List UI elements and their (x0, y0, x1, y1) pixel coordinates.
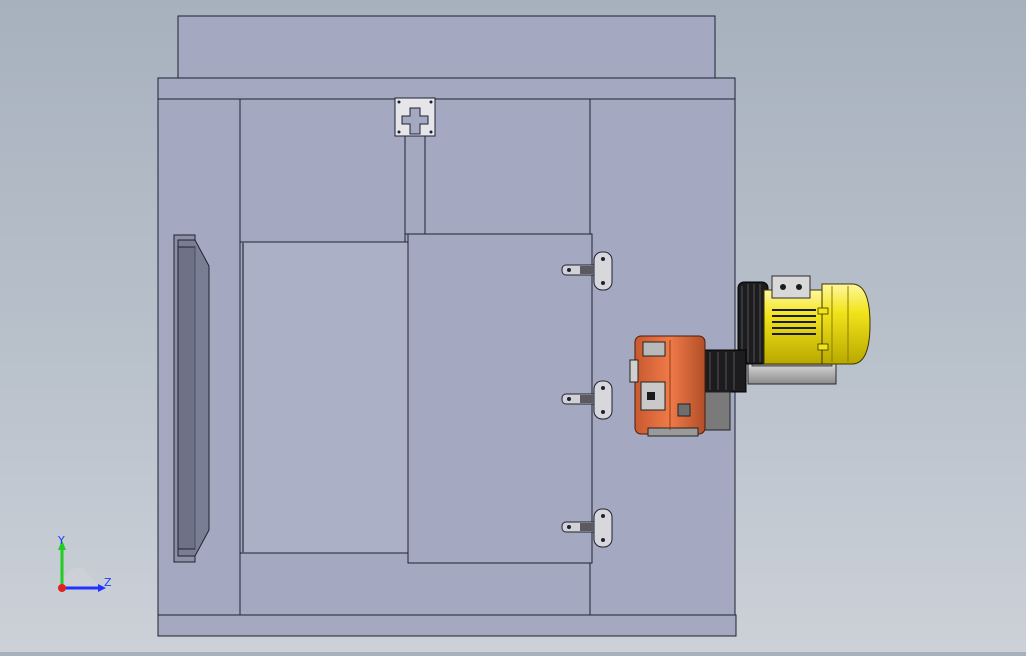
left-handle[interactable] (173, 234, 210, 563)
upper-left-panel[interactable] (239, 98, 406, 243)
axis-z-label: Z (104, 576, 112, 589)
bottom-rim-panel[interactable] (157, 614, 737, 637)
sliding-door-panel[interactable] (407, 233, 593, 564)
motor-base-plate (747, 363, 837, 385)
vertical-rail (404, 133, 426, 235)
axis-triad-icon: Y Z (57, 534, 112, 592)
hinge-top[interactable] (561, 251, 613, 291)
top-rim-panel[interactable] (157, 77, 736, 100)
coupling (703, 349, 747, 393)
hinge-bottom[interactable] (561, 508, 613, 548)
axis-y-label: Y (57, 534, 65, 547)
door-opening (242, 241, 409, 554)
hinge-middle[interactable] (561, 380, 613, 420)
terminal-box (771, 275, 811, 299)
top-hook-bracket[interactable] (394, 97, 436, 137)
drive-motor-assembly[interactable] (629, 275, 871, 437)
gearbox-plate (642, 341, 666, 357)
motor-end-bell (821, 283, 871, 365)
upper-right-panel[interactable] (424, 98, 591, 235)
top-roof-panel[interactable] (177, 15, 716, 79)
